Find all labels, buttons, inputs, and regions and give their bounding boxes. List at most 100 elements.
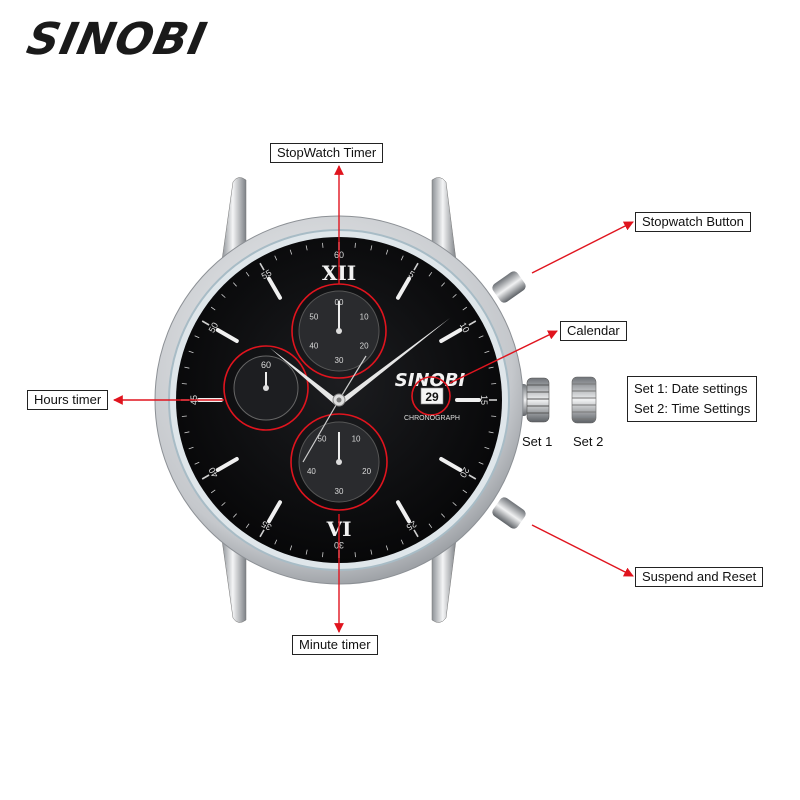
watch-hands (270, 318, 450, 463)
subdial-left: 60 (223, 345, 309, 431)
subdial-number: 40 (307, 467, 316, 476)
minute-tick (274, 255, 278, 261)
minute-tick (370, 245, 373, 251)
minute-tick (201, 474, 210, 480)
minute-tick (385, 249, 389, 255)
subdial-top: 304050001020 (291, 283, 387, 379)
hour-index (396, 276, 411, 300)
chronograph-text: CHRONOGRAPH (404, 415, 460, 422)
subdial-number: 40 (309, 342, 318, 351)
svg-text:60: 60 (261, 360, 271, 370)
minute-tick (232, 282, 237, 287)
lug-bottom-right (431, 537, 457, 623)
minute-tick (400, 255, 404, 261)
minute-number: 25 (405, 519, 419, 533)
minute-tick (305, 245, 308, 251)
label-stopwatch-timer: StopWatch Timer (270, 143, 384, 163)
label-stopwatch-button: Stopwatch Button (635, 212, 751, 232)
minute-tick (354, 242, 356, 248)
minute-tick (488, 366, 494, 369)
stopwatch-pusher[interactable] (490, 269, 527, 304)
minute-number: 40 (207, 466, 221, 480)
minute-number: 35 (260, 519, 274, 533)
minute-tick (232, 513, 237, 518)
minute-tick (322, 552, 324, 558)
date-value: 29 (425, 390, 439, 404)
minute-tick (181, 415, 187, 417)
minute-tick (181, 383, 187, 385)
minute-tick (259, 262, 265, 271)
minute-tick (400, 539, 404, 545)
minute-tick (413, 529, 419, 538)
callout-arrows (113, 165, 634, 633)
hour-index (439, 328, 463, 343)
minute-tick (322, 242, 324, 248)
minute-tick (305, 549, 308, 555)
minute-number: 55 (260, 268, 274, 282)
minute-tick (484, 350, 490, 354)
minute-tick (441, 282, 446, 287)
hour-index (215, 328, 239, 343)
set-info-time: Set 2: Time Settings (634, 401, 751, 416)
subdial-number: 20 (360, 342, 369, 351)
minute-tick (462, 489, 468, 494)
hour-index (267, 500, 282, 524)
minute-tick (194, 335, 200, 339)
reset-pusher[interactable] (490, 495, 527, 530)
subdial-number: 10 (352, 435, 361, 444)
subdial-number: 50 (318, 435, 327, 444)
minute-tick (452, 502, 457, 507)
minute-tick (245, 271, 250, 277)
minute-tick (221, 293, 226, 298)
subdial-number: 30 (335, 356, 344, 365)
subdial-number: 20 (362, 467, 371, 476)
minute-tick (274, 539, 278, 545)
minute-tick (201, 320, 210, 326)
minute-tick (259, 529, 265, 538)
calendar-ring (411, 376, 451, 416)
minute-tick (428, 271, 433, 277)
minute-tick (245, 523, 250, 529)
minute-tick (488, 431, 494, 434)
crown-set2[interactable] (571, 376, 597, 424)
label-set1: Set 1 (522, 434, 553, 449)
hour-indices (197, 276, 481, 524)
minute-tick (184, 431, 190, 434)
lug-top-right (431, 177, 457, 263)
minute-tick (210, 489, 216, 494)
set-info-date: Set 1: Date settings (634, 381, 748, 396)
minute-tick (354, 552, 356, 558)
minute-tick (385, 545, 389, 551)
minute-number: 20 (458, 466, 472, 480)
minute-tick (370, 549, 373, 555)
hour-index (215, 457, 239, 472)
lug-top-left (221, 177, 247, 263)
label-set-info: Set 1: Date settings Set 2: Time Setting… (627, 376, 758, 422)
minute-tick (484, 446, 490, 450)
minute-tick (441, 513, 446, 518)
lug-bottom-left (221, 537, 247, 623)
minute-tick (210, 306, 216, 311)
minute-tick (478, 335, 484, 339)
minute-tick (188, 446, 194, 450)
minute-tick (491, 383, 497, 385)
minute-tick (468, 474, 477, 480)
minute-tick (289, 249, 293, 255)
minute-tick (184, 366, 190, 369)
minute-number: 5 (407, 269, 416, 280)
hour-index (396, 500, 411, 524)
minute-tick (221, 502, 226, 507)
label-suspend-reset: Suspend and Reset (635, 567, 764, 587)
label-calendar: Calendar (560, 321, 627, 341)
minute-number: 15 (479, 395, 489, 405)
minute-tick (468, 320, 477, 326)
date-window (420, 387, 444, 405)
hour-index (439, 457, 463, 472)
minute-tick (428, 523, 433, 529)
label-minute-timer: Minute timer (292, 635, 378, 655)
minute-tick (413, 262, 419, 271)
minute-tick (289, 545, 293, 551)
label-hours-timer: Hours timer (27, 390, 109, 410)
